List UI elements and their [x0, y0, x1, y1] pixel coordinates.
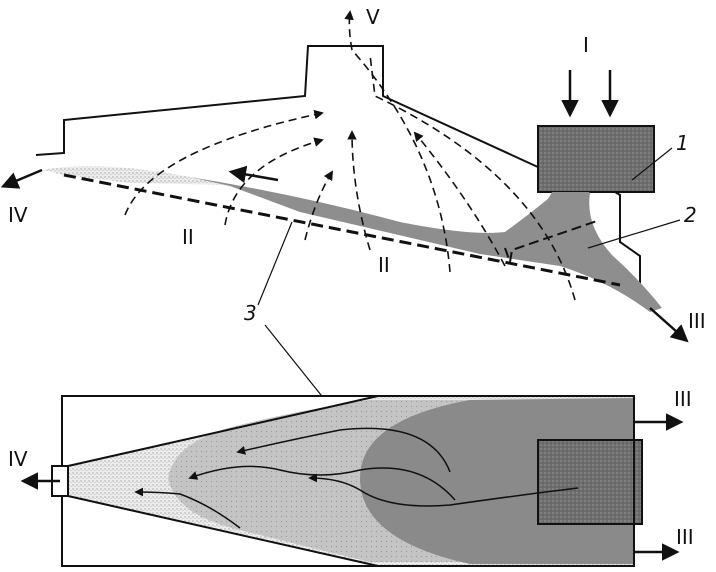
leader-1 [631, 147, 673, 181]
feed-hopper [537, 125, 655, 193]
plan-cone-lower [67, 495, 379, 567]
material-layer-dense [190, 177, 662, 312]
label-part-3: 3 [244, 301, 257, 325]
label-stream-iii-top: III [688, 309, 706, 333]
deck-end [504, 219, 601, 266]
label-stream-v: V [366, 5, 380, 29]
label-stream-i: I [583, 33, 589, 57]
label-part-1: 1 [676, 131, 689, 155]
housing-right-wall [614, 191, 641, 295]
output-iii-arrow-top [649, 307, 689, 343]
label-stream-ii-left: II [182, 225, 194, 249]
plan-trajectories [134, 427, 579, 529]
leader-3a [257, 221, 293, 306]
plan-outline [61, 395, 635, 567]
screen-deck [63, 173, 621, 287]
leader-2 [587, 219, 681, 249]
airflow-left-arrow [228, 165, 279, 184]
label-stream-iv-bottom: IV [8, 447, 28, 471]
side-view: V I 1 2 IV II II 3 III [0, 5, 706, 401]
label-stream-iii-upper: III [674, 387, 692, 411]
label-stream-iii-lower: III [676, 525, 694, 549]
airflow-lines [124, 10, 576, 301]
material-layer-light [42, 166, 230, 185]
housing-outline [35, 45, 541, 169]
plan-view: IV III III [8, 387, 694, 567]
label-stream-iv-top: IV [8, 203, 28, 227]
plan-feed-block [537, 439, 643, 525]
label-part-2: 2 [684, 203, 697, 227]
plan-cone-upper [67, 395, 379, 467]
leader-3b [264, 324, 326, 401]
label-stream-ii-right: II [378, 253, 390, 277]
output-iv-arrow-top [0, 168, 43, 189]
